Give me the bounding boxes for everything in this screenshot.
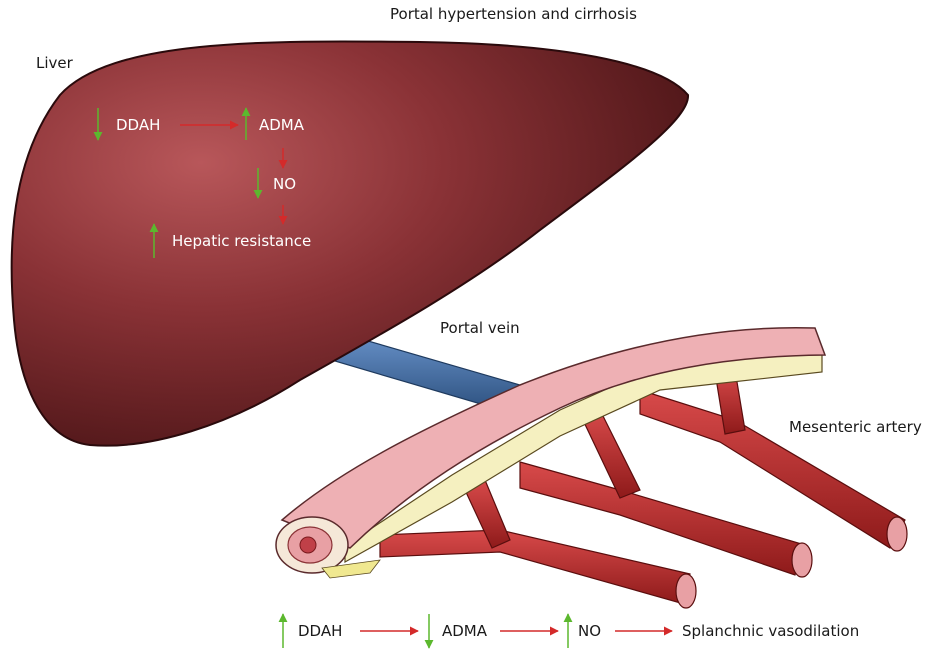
- mesenteric-artery-branches: [379, 369, 908, 609]
- hepatic-resistance-label: Hepatic resistance: [172, 232, 312, 250]
- splanchnic-vasodilation-label: Splanchnic vasodilation: [682, 622, 860, 640]
- liver-pathway-arrows: [93, 107, 288, 258]
- portal-vein-label: Portal vein: [440, 319, 520, 337]
- liver-ddah-label: DDAH: [116, 116, 161, 134]
- splanchnic-no-label: NO: [578, 622, 602, 640]
- liver-label: Liver: [36, 54, 73, 72]
- mesenteric-artery-label: Mesenteric artery: [789, 418, 922, 436]
- splanchnic-ddah-label: DDAH: [298, 622, 343, 640]
- diagram-title: Portal hypertension and cirrhosis: [390, 5, 637, 23]
- splanchnic-adma-label: ADMA: [442, 622, 488, 640]
- liver-adma-label: ADMA: [259, 116, 305, 134]
- splanchnic-pathway-arrows: [278, 613, 673, 649]
- mesenteric-vessel: [275, 326, 827, 579]
- liver-no-label: NO: [273, 175, 297, 193]
- liver-shape: [10, 40, 690, 447]
